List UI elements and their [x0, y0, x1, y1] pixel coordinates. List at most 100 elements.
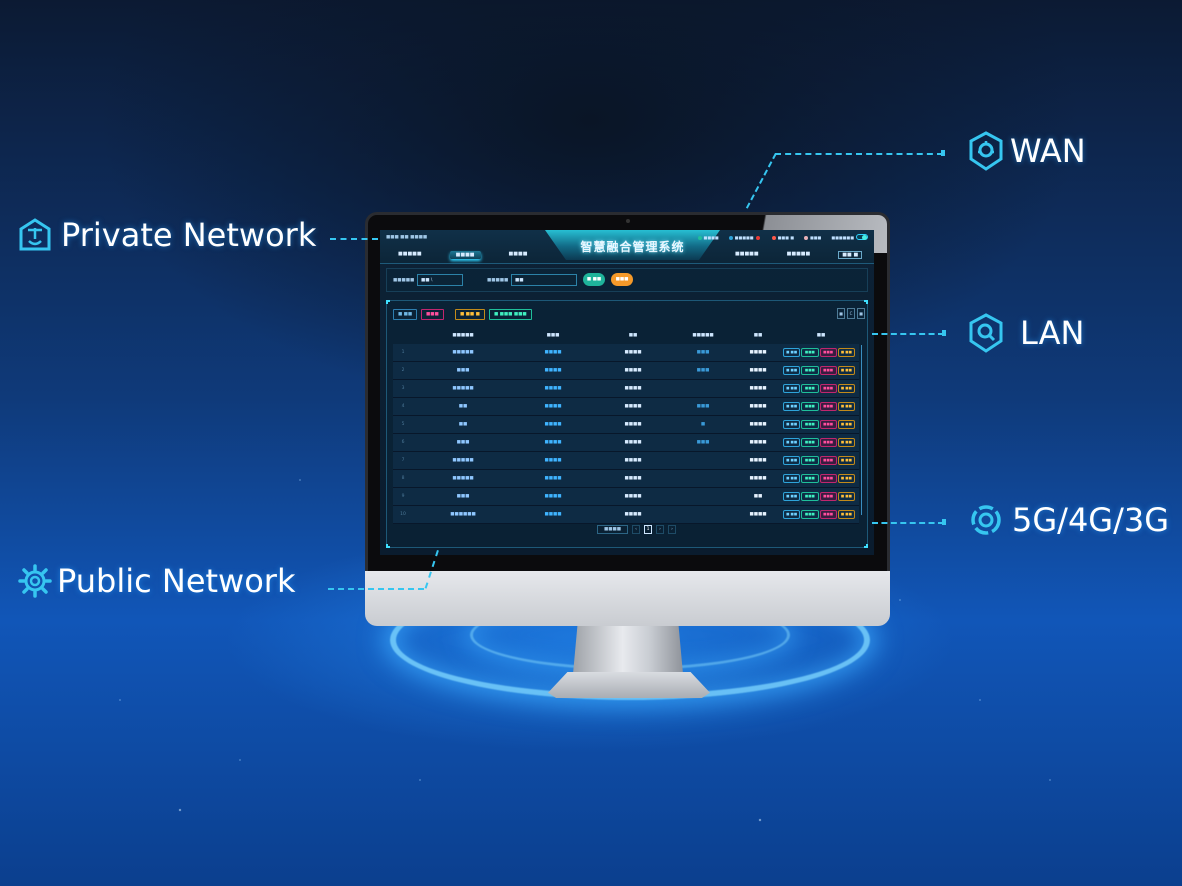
- edit-button[interactable]: ■■■: [801, 348, 819, 357]
- delete-row-button[interactable]: ■■■: [819, 438, 837, 447]
- view-button[interactable]: ■ ■■: [783, 348, 801, 357]
- config-button[interactable]: ■ ■■: [837, 420, 855, 429]
- row-checkbox[interactable]: 4: [401, 404, 405, 409]
- column-header: ■■■■■: [692, 332, 714, 338]
- delete-row-button[interactable]: ■■■: [819, 492, 837, 501]
- row-checkbox[interactable]: 1: [401, 350, 405, 355]
- table-row[interactable]: 10■■■■■■■■■■■■■■■■■■■ ■■■■■■■■■ ■■: [393, 506, 859, 524]
- connector-line: [328, 588, 424, 590]
- config-button[interactable]: ■ ■■: [837, 492, 855, 501]
- status-item: ■■■ ■: [771, 235, 794, 240]
- table-row[interactable]: 5■■■■■■■■■■■■■■■■ ■■■■■■■■■ ■■: [393, 416, 859, 434]
- config-button[interactable]: ■ ■■: [837, 438, 855, 447]
- view-button[interactable]: ■ ■■: [783, 474, 801, 483]
- edit-button[interactable]: ■■■: [801, 492, 819, 501]
- monitor-stand-foot: [548, 672, 710, 698]
- system-time: ■■■ ■■ ■■■■: [386, 235, 428, 240]
- delete-row-button[interactable]: ■■■: [819, 384, 837, 393]
- config-button[interactable]: ■ ■■: [837, 510, 855, 519]
- row-checkbox[interactable]: 9: [401, 494, 405, 499]
- nav-item-4[interactable]: ■■■■■: [735, 251, 759, 257]
- page-size-select[interactable]: ■■■■: [597, 525, 629, 534]
- delete-row-button[interactable]: ■■■: [819, 456, 837, 465]
- view-button[interactable]: ■ ■■: [783, 366, 801, 375]
- settings-icon[interactable]: ■: [857, 308, 865, 319]
- cell: ■: [700, 422, 706, 427]
- delete-row-button[interactable]: ■■■: [819, 420, 837, 429]
- edit-button[interactable]: ■■■: [801, 474, 819, 483]
- delete-row-button[interactable]: ■■■: [819, 348, 837, 357]
- refresh-icon[interactable]: C: [847, 308, 855, 319]
- column-icon[interactable]: ■: [837, 308, 845, 319]
- table-row[interactable]: 6■■■■■■■■■■■■■■■■■■■ ■■■■■■■■■ ■■: [393, 434, 859, 452]
- config-button[interactable]: ■ ■■: [837, 366, 855, 375]
- delete-button[interactable]: ■■■: [421, 309, 444, 320]
- table-scrollbar[interactable]: [861, 345, 862, 515]
- nav-item-2-active[interactable]: ■■■■: [449, 251, 481, 259]
- page-button-current[interactable]: 1: [644, 525, 653, 534]
- edit-button[interactable]: ■■■: [801, 384, 819, 393]
- filter-select-2[interactable]: ■■: [511, 274, 577, 286]
- edit-button[interactable]: ■■■: [801, 420, 819, 429]
- table-row[interactable]: 2■■■■■■■■■■■■■■■■■■■ ■■■■■■■■■ ■■: [393, 362, 859, 380]
- view-button[interactable]: ■ ■■: [783, 456, 801, 465]
- row-checkbox[interactable]: 3: [401, 386, 405, 391]
- view-button[interactable]: ■ ■■: [783, 420, 801, 429]
- theme-toggle[interactable]: [856, 234, 868, 240]
- table-row[interactable]: 9■■■■■■■■■■■■■■ ■■■■■■■■■ ■■: [393, 488, 859, 506]
- config-button[interactable]: ■ ■■: [837, 348, 855, 357]
- config-button[interactable]: ■ ■■: [837, 474, 855, 483]
- search-button[interactable]: ■ ■■: [583, 273, 605, 286]
- add-button[interactable]: ■ ■■: [393, 309, 418, 320]
- reset-button[interactable]: ■■■: [611, 273, 633, 286]
- status-item: ■■■■■: [728, 235, 762, 240]
- cell: ■■■■: [624, 404, 642, 409]
- row-checkbox[interactable]: 6: [401, 440, 405, 445]
- edit-button[interactable]: ■■■: [801, 456, 819, 465]
- delete-row-button[interactable]: ■■■: [819, 366, 837, 375]
- view-button[interactable]: ■ ■■: [783, 384, 801, 393]
- cell: ■■■■: [624, 422, 642, 427]
- table-row[interactable]: 3■■■■■■■■■■■■■■■■■■ ■■■■■■■■■ ■■: [393, 380, 859, 398]
- table-row[interactable]: 7■■■■■■■■■■■■■■■■■■ ■■■■■■■■■ ■■: [393, 452, 859, 470]
- user-item[interactable]: ■■■: [803, 235, 821, 240]
- export-button[interactable]: ■ ■■■ ■■■: [489, 309, 532, 320]
- edit-button[interactable]: ■■■: [801, 510, 819, 519]
- config-button[interactable]: ■ ■■: [837, 402, 855, 411]
- config-button[interactable]: ■ ■■: [837, 456, 855, 465]
- nav-item-5[interactable]: ■■■■■: [786, 251, 811, 257]
- nav-dropdown-button[interactable]: ■■ ■: [838, 251, 863, 259]
- row-checkbox[interactable]: 5: [401, 422, 405, 427]
- prev-page-button[interactable]: ‹: [632, 525, 641, 534]
- delete-row-button[interactable]: ■■■: [819, 510, 837, 519]
- table-row[interactable]: 4■■■■■■■■■■■■■■■■■■ ■■■■■■■■■ ■■: [393, 398, 859, 416]
- column-header: ■■: [816, 332, 826, 338]
- view-button[interactable]: ■ ■■: [783, 492, 801, 501]
- view-button[interactable]: ■ ■■: [783, 402, 801, 411]
- view-button[interactable]: ■ ■■: [783, 510, 801, 519]
- callout-lan: LAN: [968, 312, 1084, 354]
- config-button[interactable]: ■ ■■: [837, 384, 855, 393]
- connector-line: [775, 153, 943, 155]
- next-page-button[interactable]: ›: [656, 525, 665, 534]
- cell: ■■: [458, 422, 468, 427]
- view-button[interactable]: ■ ■■: [783, 438, 801, 447]
- row-checkbox[interactable]: 10: [400, 512, 406, 517]
- import-button[interactable]: ■ ■■ ■: [455, 309, 485, 320]
- delete-row-button[interactable]: ■■■: [819, 474, 837, 483]
- table-row[interactable]: 1■■■■■■■■■■■■■■■■■■■■■ ■■■■■■■■■ ■■: [393, 344, 859, 362]
- connector-line: [330, 238, 378, 240]
- nav-item-3[interactable]: ■■■■: [508, 251, 528, 257]
- nav-item-1[interactable]: ■■■■■: [398, 251, 422, 257]
- filter-input-1[interactable]: ■■ \: [417, 274, 463, 286]
- delete-row-button[interactable]: ■■■: [819, 402, 837, 411]
- last-page-button[interactable]: ›: [668, 525, 677, 534]
- cell: ■■■■■■: [450, 512, 476, 517]
- row-checkbox[interactable]: 7: [401, 458, 405, 463]
- edit-button[interactable]: ■■■: [801, 438, 819, 447]
- edit-button[interactable]: ■■■: [801, 402, 819, 411]
- table-row[interactable]: 8■■■■■■■■■■■■■■■■■■ ■■■■■■■■■ ■■: [393, 470, 859, 488]
- edit-button[interactable]: ■■■: [801, 366, 819, 375]
- row-checkbox[interactable]: 2: [401, 368, 405, 373]
- row-checkbox[interactable]: 8: [401, 476, 405, 481]
